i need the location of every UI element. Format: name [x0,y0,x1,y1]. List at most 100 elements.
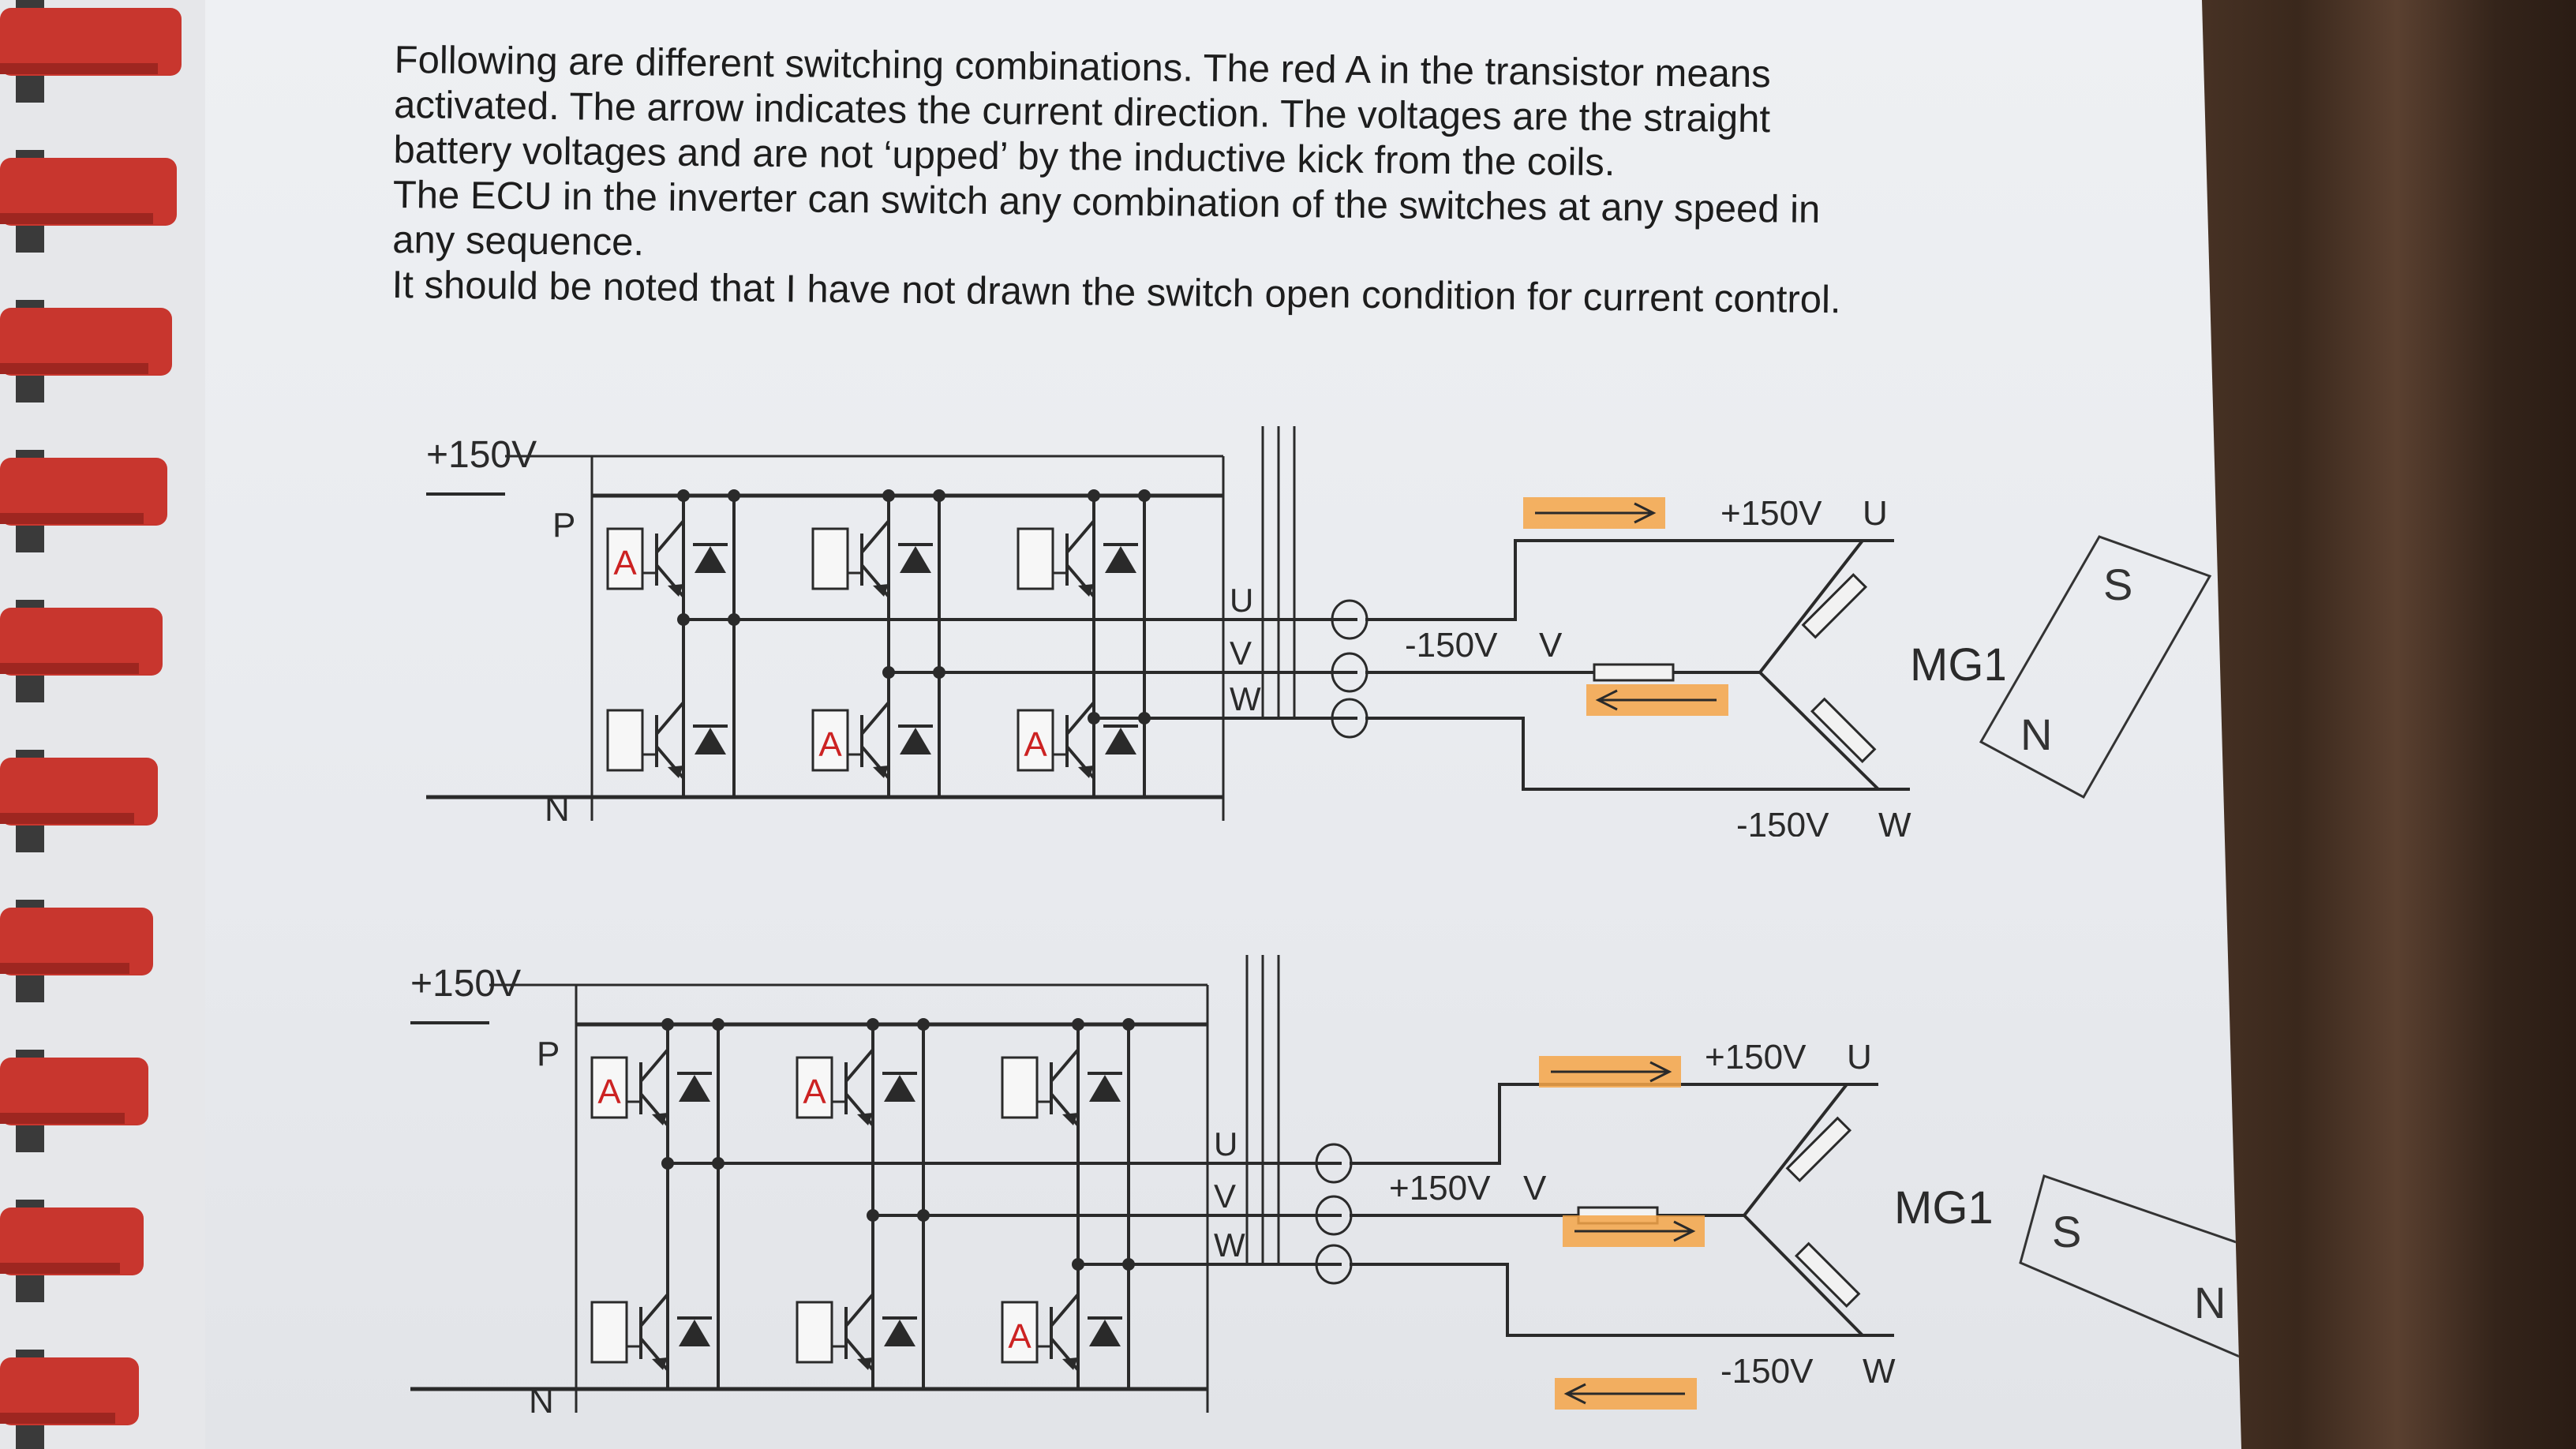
diode-symbol [884,1075,915,1102]
winding-u [1758,539,1864,674]
diode-symbol [695,728,726,754]
binding-ring [0,8,182,76]
sketch-outline [1979,535,2212,799]
document-page: Following are different switching combin… [0,0,2241,1449]
binding-ring [0,608,163,676]
gate-box [590,1056,628,1119]
active-marker: A [1024,725,1047,764]
diode-symbol [1089,1075,1121,1102]
winding-w [1758,671,1880,791]
igbt-arrow [652,1357,668,1370]
active-marker: A [818,725,842,764]
binding-ring [0,458,167,526]
gate-box [1017,709,1054,772]
binding-ring-shadow [0,213,153,224]
u-voltage-label: +150V [1720,494,1822,533]
diode-symbol [695,546,726,573]
u-wire [1350,1083,1878,1165]
diode-symbol [1105,728,1136,754]
handwritten-magnet-sketch-2: SN [2019,1174,2241,1360]
igbt-arrow [857,1113,873,1125]
sketch-outline [2019,1174,2241,1360]
binding-ring [0,1208,144,1275]
v-voltage-label: -150V [1405,626,1498,665]
binding-ring-shadow [0,813,134,824]
spiral-binding [0,0,205,1449]
node-dot [677,489,690,502]
binding-ring-shadow [0,513,144,524]
node-dot [933,489,945,502]
sketch-s-mark: S [2052,1207,2081,1256]
gate-box [1017,527,1054,590]
binding-ring-shadow [0,1263,120,1274]
resistor-w [1794,1241,1861,1309]
gate-box [590,1301,628,1364]
node-dot [728,489,740,502]
binding-ring [0,758,158,826]
motor-label: MG1 [1910,639,2005,691]
handwritten-magnet-sketch-1: SN [1979,535,2212,799]
w-terminal-label: W [1863,1352,1896,1391]
diode-symbol [884,1320,915,1346]
node-dot [1138,489,1151,502]
sketch-s-mark: S [2103,560,2132,609]
igbt-arrow [668,584,683,597]
igbt-collector [655,519,685,554]
igbt-collector [655,701,685,736]
rail-p-label: P [552,506,575,545]
active-marker: A [803,1073,826,1111]
phase-label-w: W [1230,680,1261,717]
resistor-u [1785,1116,1852,1183]
binding-ring-shadow [0,1413,115,1424]
current-arrow-head [1563,1383,1586,1405]
igbt-arrow [857,1357,873,1370]
phase-label-w: W [1214,1226,1245,1264]
active-marker: A [613,544,637,582]
w-terminal-label: W [1878,806,1911,837]
node-dot [712,1018,724,1031]
node-dot [661,1018,674,1031]
igbt-arrow [668,766,683,778]
igbt-collector [1050,1048,1080,1083]
node-dot [1088,489,1100,502]
binding-ring-shadow [0,63,158,74]
binding-ring [0,308,172,376]
igbt-arrow [873,766,889,778]
gate-box [1001,1056,1039,1119]
diode-symbol [679,1320,710,1346]
gate-box [606,709,644,772]
phase-label-u: U [1214,1125,1237,1163]
sketch-n-mark: N [2194,1278,2226,1327]
w-wire [1350,1263,1894,1337]
active-marker: A [597,1073,621,1111]
binding-ring [0,908,153,975]
active-marker: A [1008,1317,1032,1356]
gate-box [796,1301,833,1364]
v-terminal-label: V [1523,1169,1547,1208]
igbt-arrow [652,1113,668,1125]
binding-ring-shadow [0,1113,125,1124]
w-voltage-label: -150V [1720,1352,1814,1391]
u-terminal-label: U [1847,1038,1872,1076]
gate-box [811,709,849,772]
igbt-arrow [873,584,889,597]
diode-symbol [1089,1320,1121,1346]
sketch-n-mark: N [2020,710,2052,759]
current-arrow-head [1634,502,1657,524]
u-voltage-label: +150V [1705,1038,1807,1076]
igbt-collector [844,1293,874,1327]
diode-symbol [679,1075,710,1102]
u-terminal-label: U [1863,494,1888,533]
gate-box [811,527,849,590]
motor-label: MG1 [1894,1182,1994,1234]
phase-label-v: V [1214,1178,1236,1215]
igbt-arrow [1078,766,1094,778]
wood-background [2178,0,2576,1449]
node-dot [1122,1018,1135,1031]
resistor-v [1593,663,1675,682]
binding-ring-shadow [0,663,139,674]
diode-symbol [1105,546,1136,573]
current-arrow-head [1673,1220,1696,1242]
